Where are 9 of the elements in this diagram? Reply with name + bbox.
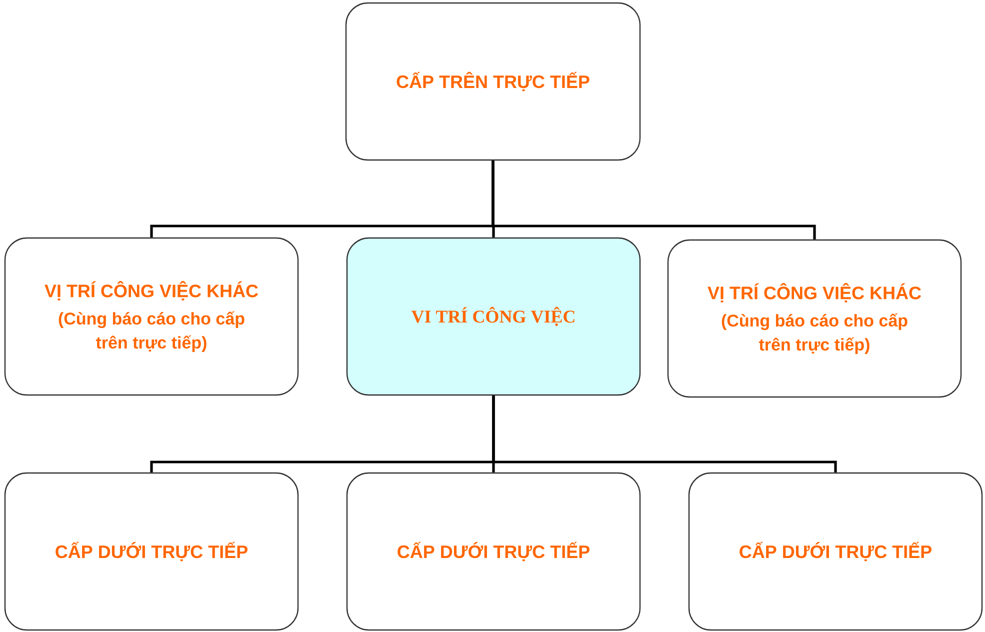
position-box: VỊ TRÍ CÔNG VIỆC KHÁC (Cùng báo cáo cho cấp trên trực tiếp)	[667, 239, 962, 398]
position-box: VI TRÍ CÔNG VIỆC	[346, 237, 641, 396]
position-box: CẤP DƯỚI TRỰC TIẾP	[346, 472, 641, 631]
position-box: CẤP DƯỚI TRỰC TIẾP	[4, 472, 299, 631]
position-box: VỊ TRÍ CÔNG VIỆC KHÁC (Cùng báo cáo cho cấp trên trực tiếp)	[4, 237, 299, 396]
position-box: CẤP TRÊN TRỰC TIẾP	[345, 2, 641, 161]
position-box: CẤP DƯỚI TRỰC TIẾP	[688, 472, 983, 631]
connector	[492, 160, 816, 240]
connector	[492, 396, 837, 472]
